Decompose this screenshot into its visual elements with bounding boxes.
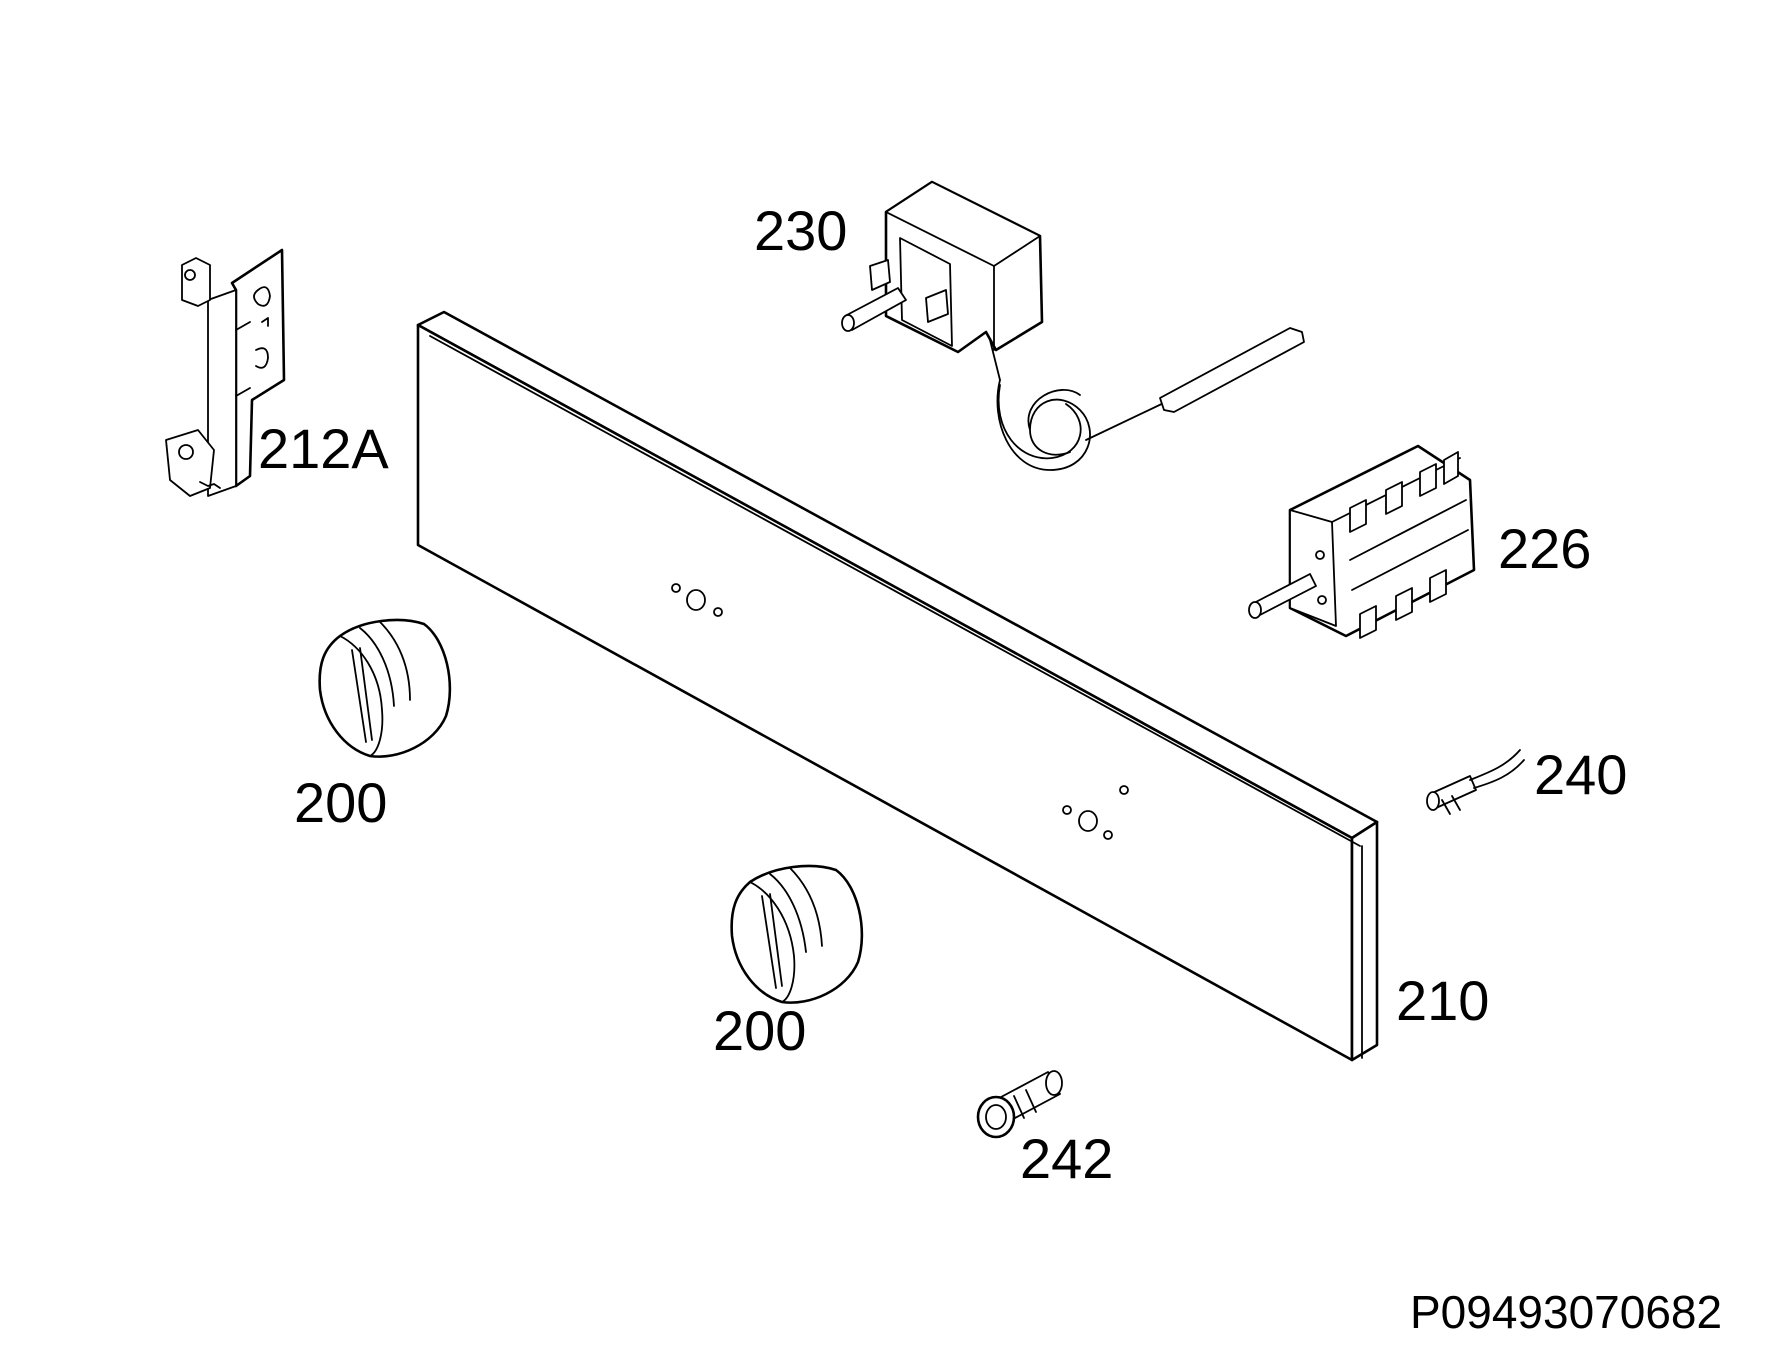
label-230: 230: [754, 199, 847, 262]
label-242: 242: [1020, 1127, 1113, 1190]
label-200-right: 200: [713, 999, 806, 1062]
knob-left-part: [318, 618, 452, 758]
knob-right-part: [730, 864, 864, 1004]
label-200-left: 200: [294, 771, 387, 834]
push-button-part: [976, 1070, 1063, 1139]
label-240: 240: [1534, 743, 1627, 806]
indicator-lamp-part: [1426, 749, 1525, 815]
label-226: 226: [1498, 517, 1591, 580]
drawing-code: P09493070682: [1410, 1286, 1722, 1338]
label-210: 210: [1396, 969, 1489, 1032]
control-panel-part: [416, 310, 1379, 1062]
label-212a: 212A: [258, 417, 389, 480]
selector-switch-part: [1248, 444, 1476, 639]
mounting-bracket-part: [165, 248, 286, 497]
thermostat-part: [841, 180, 1305, 471]
